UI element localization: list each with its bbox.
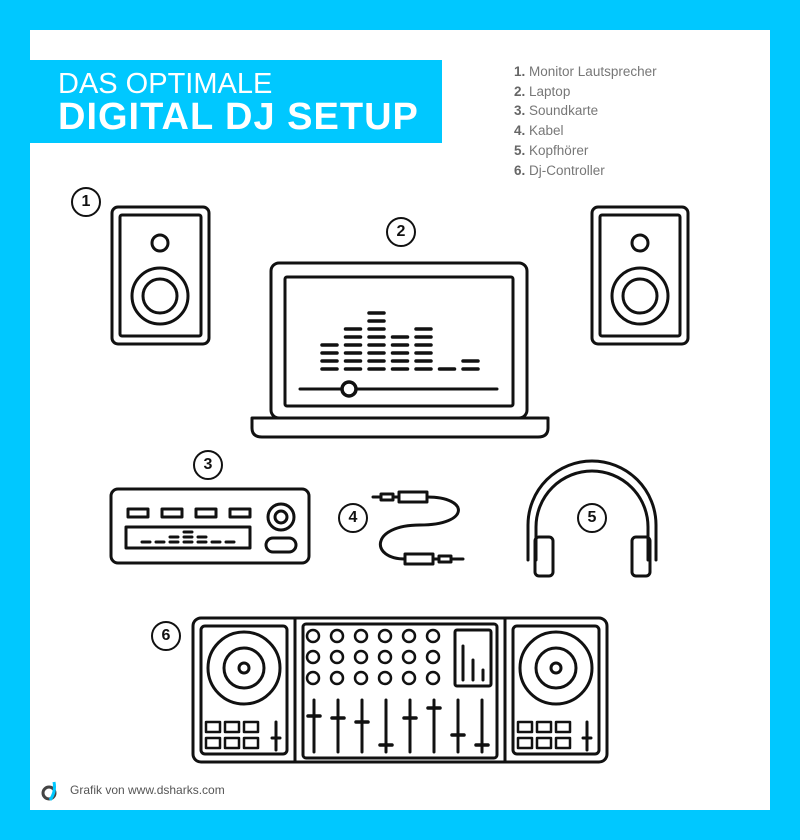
legend-item: 4. Kabel <box>514 123 564 139</box>
title-line-2: DIGITAL DJ SETUP <box>58 96 419 138</box>
legend-item: 5. Kopfhörer <box>514 142 589 158</box>
legend-item: 1. Monitor Lautsprecher <box>514 64 657 79</box>
title-line-1: DAS OPTIMALE <box>58 68 273 100</box>
legend-list: 1. Monitor Lautsprecher 2. Laptop 3. Sou… <box>514 62 657 180</box>
cable-icon <box>371 490 465 566</box>
legend-item: 3. Soundkarte <box>514 103 599 119</box>
badge-3: 3 <box>193 450 223 480</box>
badge-2: 2 <box>386 217 416 247</box>
headphones-icon <box>526 459 658 578</box>
speaker-right-icon <box>590 205 690 346</box>
badge-1: 1 <box>71 187 101 217</box>
footer-credit: Grafik von www.dsharks.com <box>70 783 225 797</box>
legend-item: 6. Dj-Controller <box>514 162 605 178</box>
legend-item: 2. Laptop <box>514 83 571 99</box>
title-banner: DAS OPTIMALE DIGITAL DJ SETUP <box>30 60 442 143</box>
dj-controller-icon <box>191 616 609 764</box>
speaker-left-icon <box>110 205 211 346</box>
badge-6: 6 <box>151 621 181 651</box>
infographic-panel <box>30 30 770 810</box>
laptop-icon <box>250 261 550 439</box>
soundcard-icon <box>109 487 311 565</box>
badge-5: 5 <box>577 503 607 533</box>
badge-4: 4 <box>338 503 368 533</box>
dsharks-logo-icon <box>41 781 57 801</box>
